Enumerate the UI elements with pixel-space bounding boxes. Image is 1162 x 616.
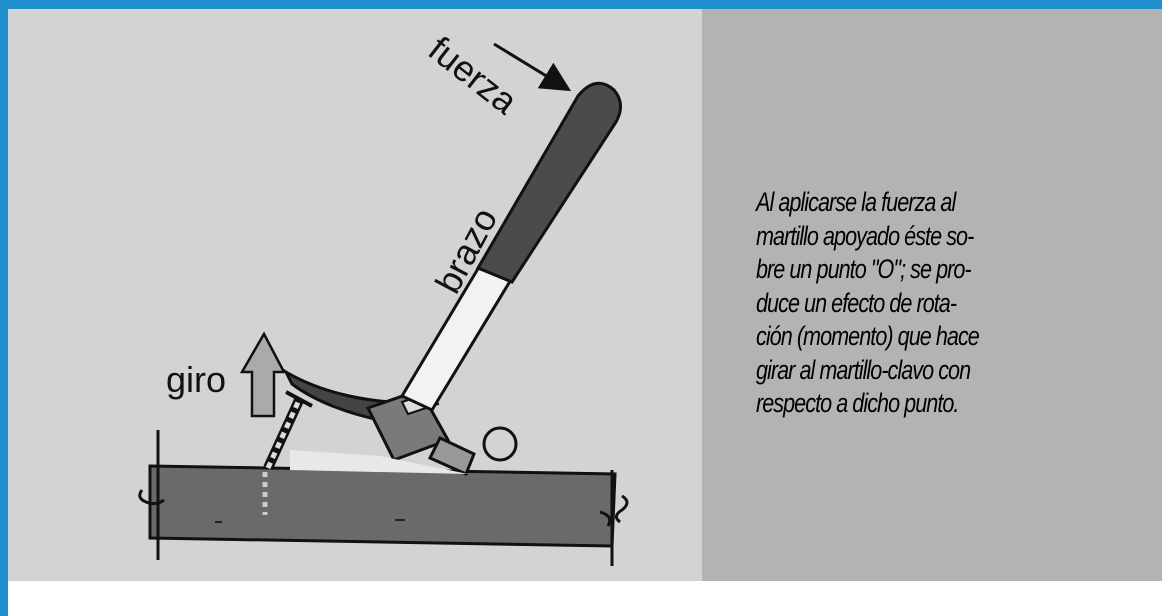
explanation-text: Al aplicarse la fuerza al martillo apoya… <box>756 186 1084 421</box>
hammer-handle <box>399 81 622 412</box>
explanation-line: duce un efecto de rota- <box>756 287 957 318</box>
wooden-board <box>138 430 629 566</box>
rotation-arrow-icon <box>239 331 287 418</box>
explanation-line: bre un punto "O"; se pro- <box>756 254 972 284</box>
explanation-line: respecto a dicho punto. <box>756 388 959 418</box>
bottom-margin <box>8 581 1162 616</box>
explanation-panel <box>702 9 1162 581</box>
pivot-point <box>482 426 518 462</box>
explanation-line: girar al martillo-clavo con <box>756 354 971 385</box>
force-arrow-icon <box>493 42 572 92</box>
nail <box>262 390 313 515</box>
explanation-line: Al aplicarse la fuerza al <box>756 187 956 217</box>
rotation-label: giro <box>166 359 226 400</box>
explanation-line: ción (momento) que hace <box>756 321 980 351</box>
force-label: fuerza <box>421 28 526 123</box>
explanation-line: martillo apoyado éste so- <box>756 220 974 251</box>
